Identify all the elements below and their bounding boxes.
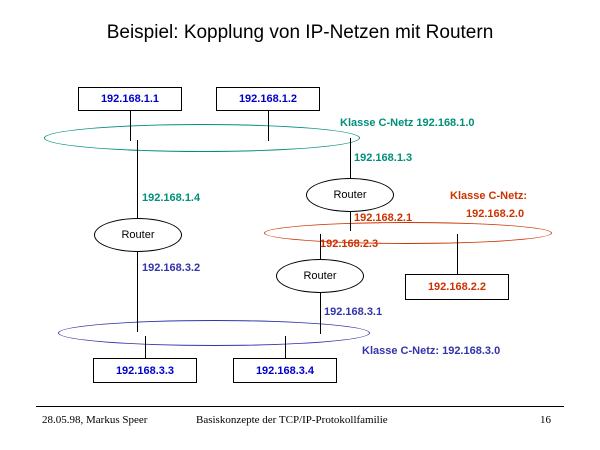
network-label-3: Klasse C-Netz: 192.168.3.0 xyxy=(362,345,501,357)
ip-label-192-168-3-1: 192.168.3.1 xyxy=(324,306,383,318)
link-net1-to-router-top xyxy=(350,138,351,182)
footer-divider xyxy=(36,406,564,407)
host-box-192-168-3-3[interactable]: 192.168.3.3 xyxy=(93,358,197,383)
ip-label-192-168-1-3: 192.168.1.3 xyxy=(354,152,413,164)
link-router-left-to-net3 xyxy=(137,252,138,332)
host-box-192-168-1-1[interactable]: 192.168.1.1 xyxy=(78,87,182,111)
link-net2-to-router-bottom xyxy=(320,234,321,260)
network-ellipse-192-168-1-0 xyxy=(44,124,360,152)
link-net3-to-host-3-4 xyxy=(285,336,286,358)
network-ellipse-192-168-2-0 xyxy=(264,222,552,244)
page-title: Beispiel: Kopplung von IP-Netzen mit Rou… xyxy=(106,22,494,43)
network-label-1: Klasse C-Netz 192.168.1.0 xyxy=(340,117,475,129)
link-router-bottom-to-net3 xyxy=(320,293,321,334)
ip-label-192-168-2-3: 192.168.2.3 xyxy=(320,238,379,250)
network-label-2-line1: Klasse C-Netz: xyxy=(450,190,528,202)
router-left[interactable]: Router xyxy=(94,218,182,252)
link-net1-to-router-left xyxy=(137,140,138,218)
ip-label-192-168-1-4: 192.168.1.4 xyxy=(142,192,201,204)
link-router-top-to-net2 xyxy=(350,212,351,231)
footer-title: Basiskonzepte der TCP/IP-Protokollfamili… xyxy=(196,414,388,426)
host-box-192-168-2-2[interactable]: 192.168.2.2 xyxy=(405,274,509,300)
host-box-192-168-1-2[interactable]: 192.168.1.2 xyxy=(216,87,320,111)
host-box-192-168-3-4[interactable]: 192.168.3.4 xyxy=(233,358,337,383)
link-host2-to-net1 xyxy=(268,111,269,141)
ip-label-192-168-2-1: 192.168.2.1 xyxy=(354,212,413,224)
link-net2-to-host-2-2 xyxy=(457,234,458,274)
footer-page-number: 16 xyxy=(540,414,551,426)
link-host1-to-net1 xyxy=(130,111,131,141)
link-net3-to-host-3-3 xyxy=(145,336,146,358)
router-bottom[interactable]: Router xyxy=(276,259,364,293)
router-top[interactable]: Router xyxy=(306,178,394,212)
network-label-2-line2: 192.168.2.0 xyxy=(466,208,525,220)
network-ellipse-192-168-3-0 xyxy=(58,320,370,346)
footer-date-author: 28.05.98, Markus Speer xyxy=(42,414,148,426)
ip-label-192-168-3-2: 192.168.3.2 xyxy=(142,262,201,274)
